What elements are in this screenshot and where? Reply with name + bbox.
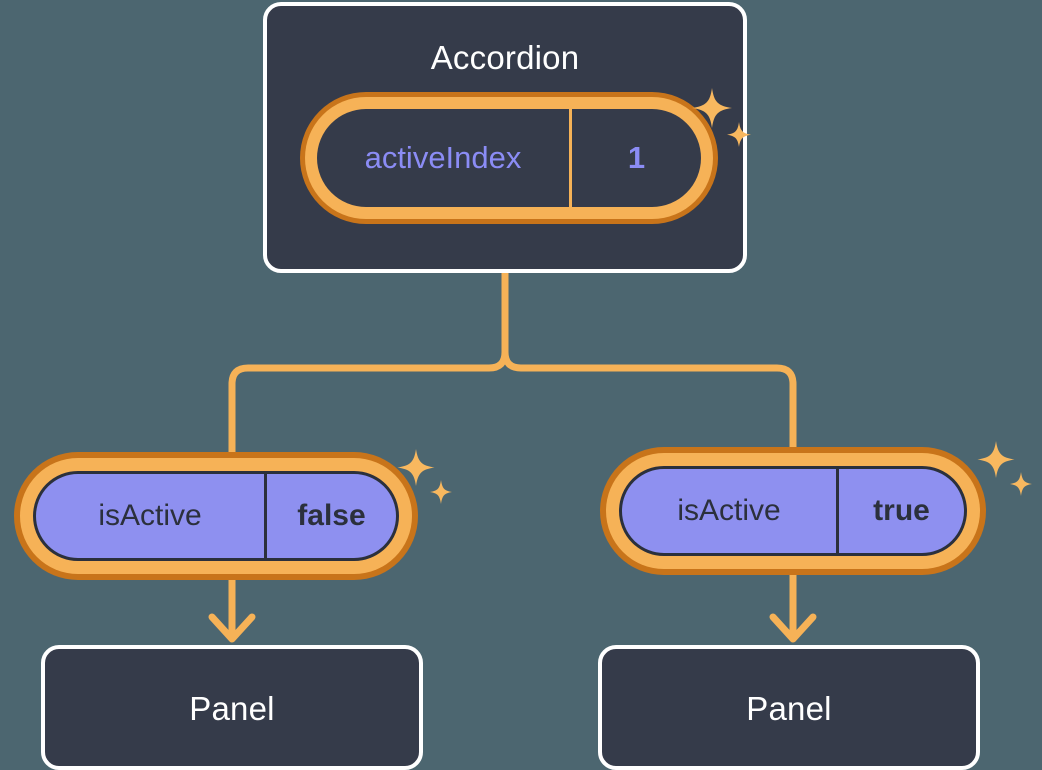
connector-accordion-to-branches: [228, 267, 797, 459]
pill-body: activeIndex 1: [317, 109, 701, 207]
left-prop-pill[interactable]: isActive false: [14, 452, 418, 580]
sparkle-icon-small: [1010, 472, 1032, 496]
panel-title-left: Panel: [189, 690, 275, 727]
pill-body: isActive false: [33, 471, 399, 561]
prop-key-isactive-right: isActive: [677, 494, 781, 527]
right-prop-pill[interactable]: isActive true: [600, 447, 986, 575]
prop-key-isactive-left: isActive: [98, 499, 202, 532]
sparkle-icon: [977, 441, 1015, 478]
accordion-state-pill[interactable]: activeIndex 1: [300, 92, 718, 224]
panel-title-right: Panel: [746, 690, 832, 727]
prop-value-isactive-left: false: [264, 474, 396, 558]
panel-component-right[interactable]: Panel: [598, 645, 980, 770]
sparkle-right-prop: [977, 441, 1032, 496]
prop-value-isactive-right: true: [836, 469, 964, 553]
arrow-right-prop-to-panel-head: [769, 613, 817, 643]
panel-component-left[interactable]: Panel: [41, 645, 423, 770]
state-value-activeindex: 1: [569, 109, 701, 207]
sparkle-icon-small: [430, 480, 452, 504]
pill-body: isActive true: [619, 466, 967, 556]
arrow-left-prop-to-panel-head: [208, 613, 256, 643]
accordion-title: Accordion: [430, 39, 580, 76]
state-key-activeindex: activeIndex: [364, 140, 522, 175]
